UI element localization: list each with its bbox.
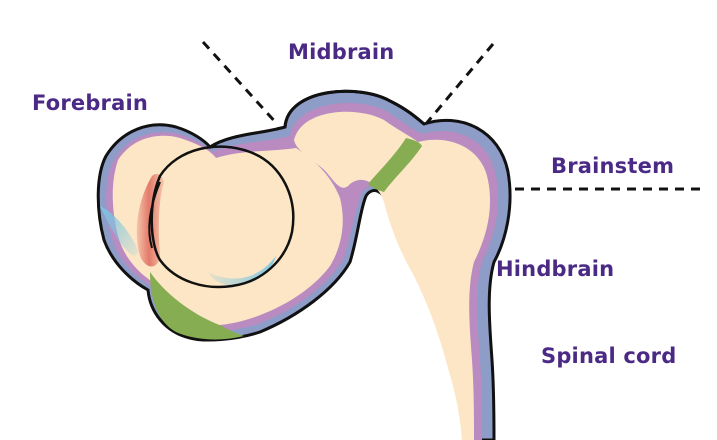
spinal-cord-label: Spinal cord	[541, 344, 677, 368]
midbrain-boundary-dashes	[201, 40, 495, 127]
blue-zone-left	[100, 206, 138, 256]
forebrain-floor-band	[150, 272, 244, 340]
midbrain-outline	[283, 89, 425, 128]
blue-zone-right	[208, 256, 276, 286]
forebrain-label: Forebrain	[32, 91, 149, 115]
brainstem-label: Brainstem	[551, 154, 675, 178]
telencephalic-hemisphere	[150, 145, 295, 289]
forebrain-inner-curve	[148, 181, 161, 249]
midbrain-hindbrain-tissue	[294, 111, 491, 440]
midbrain-label: Midbrain	[288, 40, 395, 64]
hindbrain-label: Hindbrain	[496, 257, 615, 281]
midbrain-hindbrain-boundary	[368, 138, 422, 192]
